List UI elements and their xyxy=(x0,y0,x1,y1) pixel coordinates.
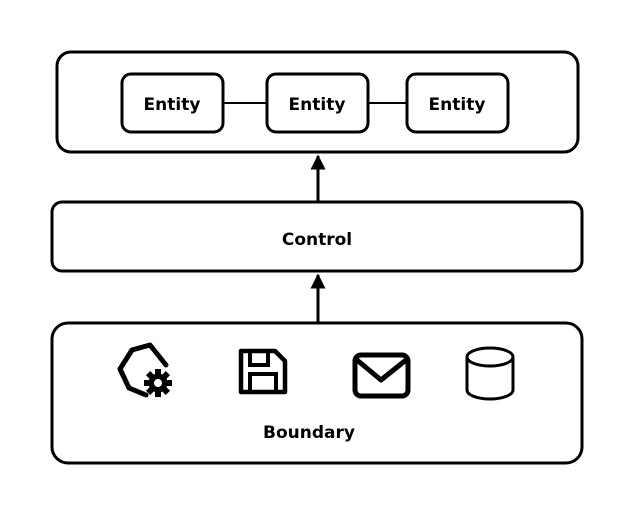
control-label: Control xyxy=(282,230,352,250)
entity-label: Entity xyxy=(289,95,346,115)
floppy-disk-icon xyxy=(238,348,288,395)
envelope-icon xyxy=(352,352,411,399)
entity-box-1: Entity xyxy=(120,72,225,134)
control-layer-box xyxy=(50,200,584,273)
database-icon xyxy=(465,346,515,401)
entity-label: Entity xyxy=(429,95,486,115)
entity-box-2: Entity xyxy=(265,72,370,134)
boundary-layer-box xyxy=(50,321,584,465)
entity-box-3: Entity xyxy=(405,72,510,134)
boundary-label: Boundary xyxy=(263,423,355,443)
entity-label: Entity xyxy=(144,95,201,115)
